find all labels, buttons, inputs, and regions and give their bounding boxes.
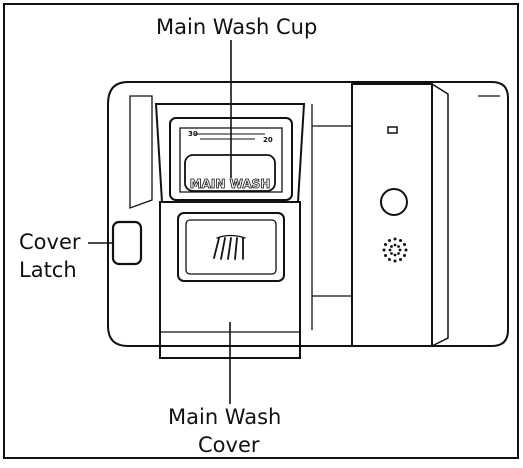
sparkle-dot (393, 237, 397, 241)
label-main-wash-cover-line1: Main Wash (168, 405, 282, 429)
sparkle-dot (404, 248, 408, 252)
sparkle-dot (382, 248, 386, 252)
label-main-wash-cover-line2: Cover (198, 433, 260, 457)
sparkle-dot (390, 245, 393, 248)
sparkle-dot (403, 243, 406, 246)
cover-latch (111, 220, 143, 266)
sparkle-dot (399, 258, 402, 261)
label-main-wash-cup: Main Wash Cup (156, 15, 318, 39)
indicator-slot-icon (387, 126, 398, 134)
sparkle-dot (384, 243, 387, 246)
sparkle-dot (403, 254, 406, 257)
sparkle-dot (398, 248, 402, 252)
sparkle-dot (393, 243, 397, 247)
sparkle-dot (388, 239, 391, 242)
label-cover-latch-line1: Cover (19, 230, 81, 254)
sparkle-dot (388, 258, 391, 261)
sparkle-dot (390, 252, 393, 255)
sparkle-icon (382, 237, 408, 263)
dispenser-body (107, 81, 509, 347)
sparkle-dot (399, 239, 402, 242)
frame-border (3, 3, 519, 459)
rinse-aid-compartment (311, 83, 449, 347)
leader-lines (88, 40, 232, 404)
sparkle-dot (388, 248, 392, 252)
cup-engraved-label: MAIN WASH (190, 177, 271, 191)
cup-fill-mark-right: 20 (263, 136, 273, 144)
sparkle-dot (393, 253, 397, 257)
cup-fill-mark-left: 30 (188, 130, 198, 138)
sparkle-dot (397, 252, 400, 255)
spray-icon (213, 234, 246, 260)
round-cap-icon (380, 188, 408, 216)
sparkle-dot (397, 245, 400, 248)
sparkle-dot (384, 254, 387, 257)
sparkle-dot (393, 259, 397, 263)
label-cover-latch-line2: Latch (19, 258, 77, 282)
